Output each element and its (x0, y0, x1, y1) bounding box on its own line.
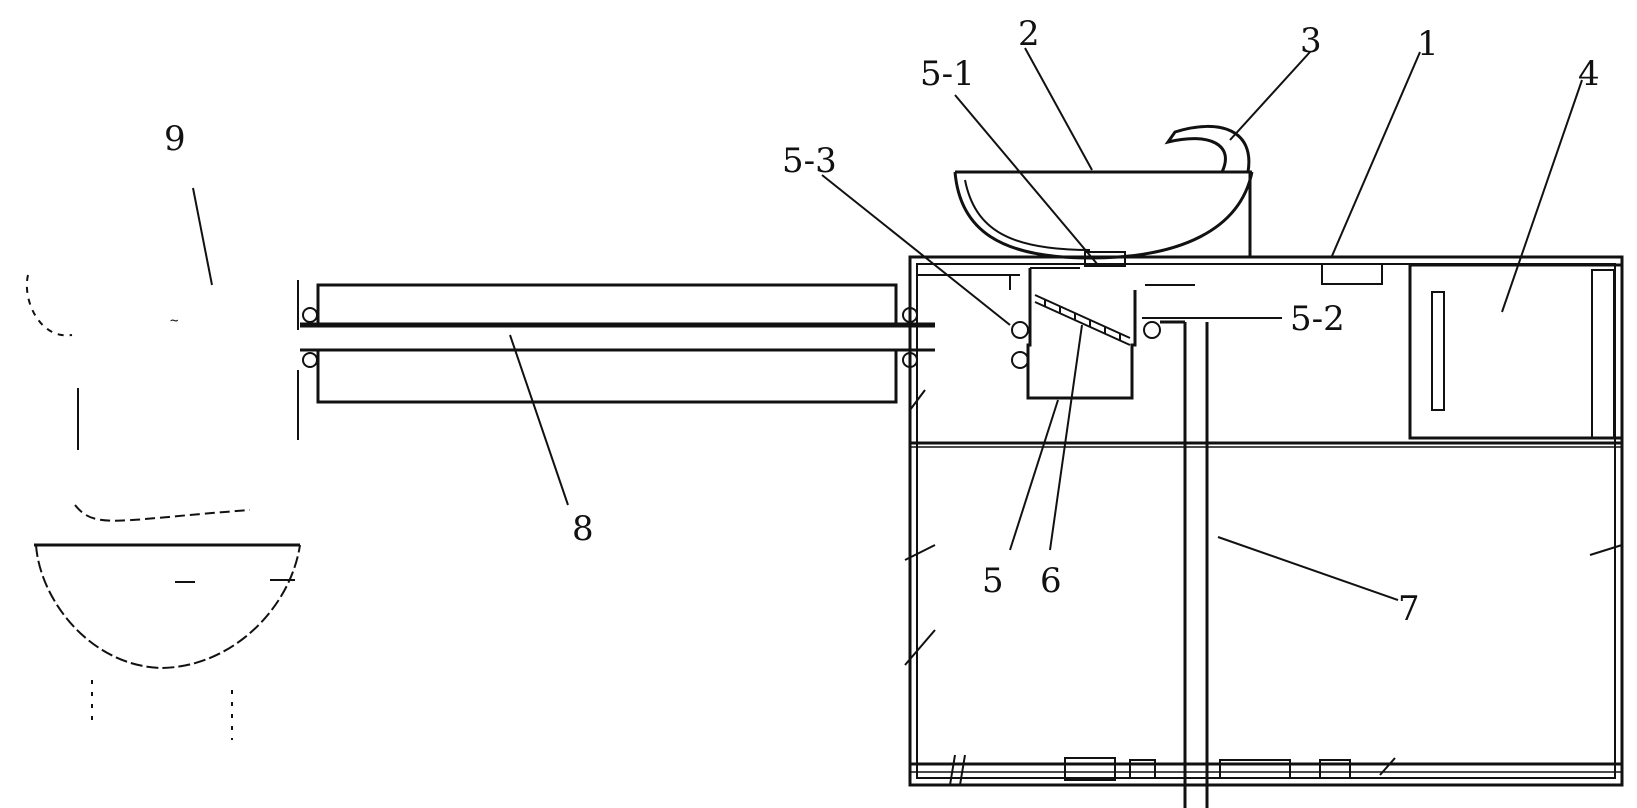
label-2: 2 (1018, 14, 1040, 54)
label-5-2: 5-2 (1290, 299, 1345, 339)
pipe-assembly (300, 283, 935, 404)
labels: 9 2 3 1 4 5-1 5-3 5-2 8 5 6 7 (164, 14, 1600, 629)
device-box (1408, 263, 1624, 440)
label-8: 8 (572, 509, 594, 549)
cabinet (904, 255, 1624, 787)
label-5-3: 5-3 (782, 141, 837, 181)
label-9: 9 (164, 119, 186, 159)
faucet (1164, 124, 1252, 257)
drain-pipe (1145, 284, 1209, 808)
label-5-1: 5-1 (920, 54, 975, 94)
svg-text:~: ~ (170, 313, 178, 329)
label-6: 6 (1040, 561, 1062, 601)
filter-screen (1034, 294, 1131, 346)
label-1: 1 (1417, 24, 1439, 64)
toilet: ~ (25, 274, 301, 740)
basin (953, 170, 1254, 267)
drain-chamber (1011, 267, 1161, 400)
label-3: 3 (1300, 21, 1322, 61)
label-5: 5 (982, 561, 1004, 601)
leader-lines (192, 47, 1583, 601)
label-4: 4 (1578, 54, 1600, 94)
label-7: 7 (1398, 589, 1420, 629)
